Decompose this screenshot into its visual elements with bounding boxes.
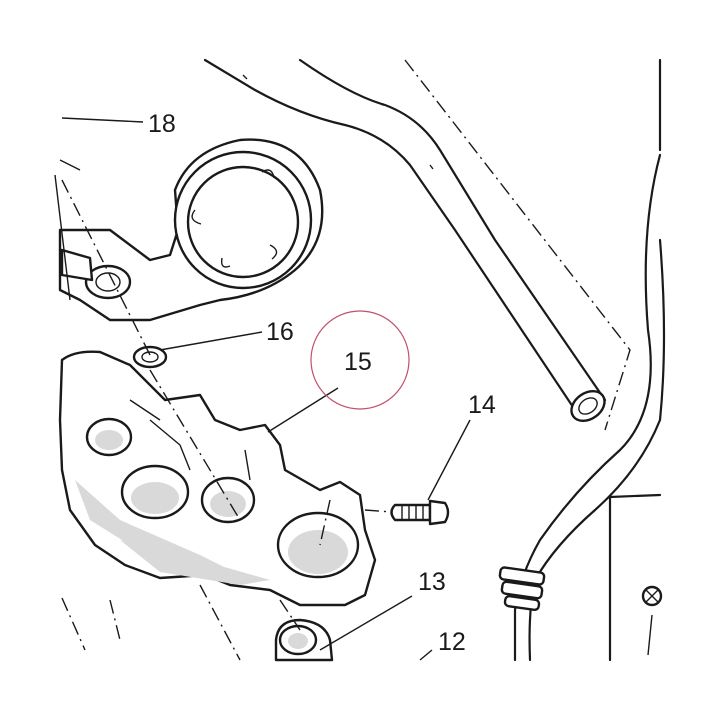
callout-15: 15 (344, 348, 372, 376)
callout-16: 16 (266, 318, 294, 346)
assembly-axis-lines (61, 179, 331, 661)
triple-clamp (58, 350, 377, 607)
cable-assembly (498, 58, 666, 662)
callout-13: 13 (418, 568, 446, 596)
nut-13 (274, 618, 334, 662)
callout-18: 18 (148, 110, 176, 138)
callout-14: 14 (468, 391, 496, 419)
instrument-bracket (54, 138, 324, 322)
washer-16 (132, 345, 168, 369)
handlebar-tube (203, 58, 631, 431)
callout-12: 12 (438, 628, 466, 656)
highlight-circle (310, 310, 410, 410)
side-panel (608, 493, 663, 662)
bolt-14 (364, 499, 450, 526)
